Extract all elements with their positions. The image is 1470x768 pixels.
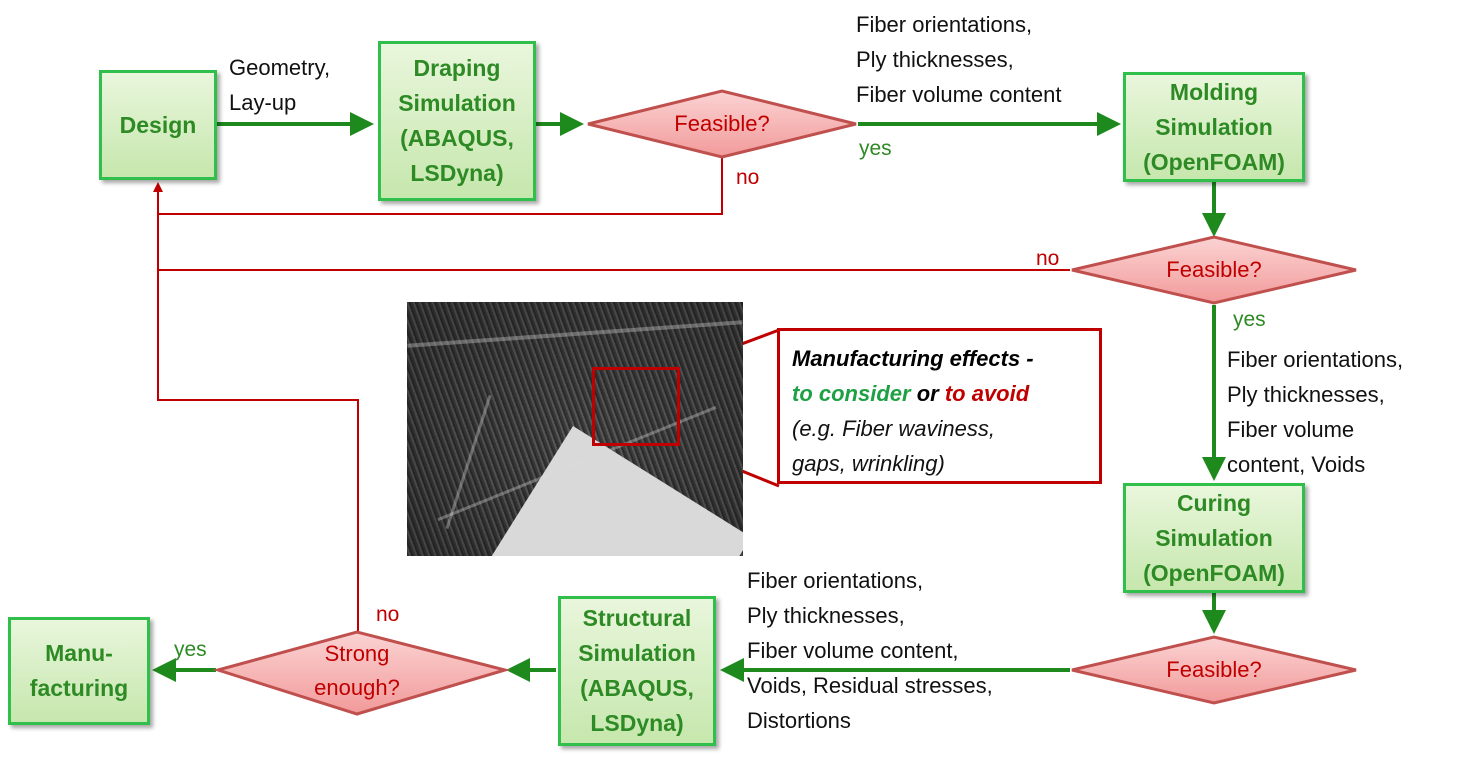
- curing-simulation-label: Curing Simulation (OpenFOAM): [1143, 489, 1285, 586]
- yes-label-strong: yes: [174, 638, 207, 661]
- structural-simulation-box: Structural Simulation (ABAQUS, LSDyna): [558, 596, 716, 746]
- decision-feasible-2: [1071, 235, 1357, 305]
- manufacturing-box: Manu- facturing: [8, 617, 150, 725]
- no-label-strong: no: [376, 603, 400, 626]
- structural-simulation-label: Structural Simulation (ABAQUS, LSDyna): [578, 605, 696, 736]
- effects-consider: to consider: [792, 381, 911, 406]
- feasible-2-label: Feasible?: [1166, 257, 1262, 282]
- photo-highlight-rect: [592, 367, 680, 446]
- feasible-3-label: Feasible?: [1166, 657, 1262, 682]
- draped-fabric-photo: [407, 302, 743, 556]
- design-label: Design: [119, 111, 197, 138]
- feedback-strong-to-design: [153, 182, 359, 632]
- photo-fold: [407, 320, 743, 348]
- effects-examples: (e.g. Fiber waviness, gaps, wrinkling): [792, 416, 995, 476]
- draping-simulation-box: Draping Simulation (ABAQUS, LSDyna): [378, 41, 536, 201]
- geometry-layup-note: Geometry, Lay-up: [229, 55, 331, 115]
- effects-title: Manufacturing effects -: [792, 346, 1034, 371]
- molding-simulation-box: Molding Simulation (OpenFOAM): [1123, 72, 1305, 182]
- fiber-data-bottom-note: Fiber orientations, Ply thicknesses, Fib…: [747, 568, 993, 733]
- decision-feasible-1: [587, 89, 857, 159]
- yes-label-feasible-2: yes: [1233, 308, 1266, 331]
- yes-label-feasible-1: yes: [859, 137, 892, 160]
- strong-enough-label: Strong enough?: [314, 641, 400, 700]
- effects-avoid: to avoid: [944, 381, 1030, 406]
- effects-or: or: [916, 381, 939, 406]
- effects-title-line: Manufacturing effects -: [792, 341, 1089, 376]
- design-box: Design: [99, 70, 217, 180]
- draping-simulation-label: Draping Simulation (ABAQUS, LSDyna): [398, 55, 516, 186]
- feedback-feasible1-to-design: [158, 158, 723, 215]
- molding-simulation-label: Molding Simulation (OpenFOAM): [1143, 78, 1285, 175]
- manufacturing-label: Manu- facturing: [29, 640, 129, 701]
- decision-feasible-3: [1071, 635, 1357, 705]
- manufacturing-effects-box: Manufacturing effects - to consider or t…: [777, 328, 1102, 484]
- effects-second-line: to consider or to avoid: [792, 376, 1089, 411]
- feasible-1-label: Feasible?: [674, 111, 770, 136]
- curing-simulation-box: Curing Simulation (OpenFOAM): [1123, 483, 1305, 593]
- no-label-feasible-1: no: [736, 166, 760, 189]
- no-label-feasible-2: no: [1036, 247, 1060, 270]
- decision-strong-enough: [212, 630, 511, 716]
- fiber-data-top-note: Fiber orientations, Ply thicknesses, Fib…: [856, 12, 1062, 107]
- fiber-data-right-note: Fiber orientations, Ply thicknesses, Fib…: [1227, 347, 1404, 477]
